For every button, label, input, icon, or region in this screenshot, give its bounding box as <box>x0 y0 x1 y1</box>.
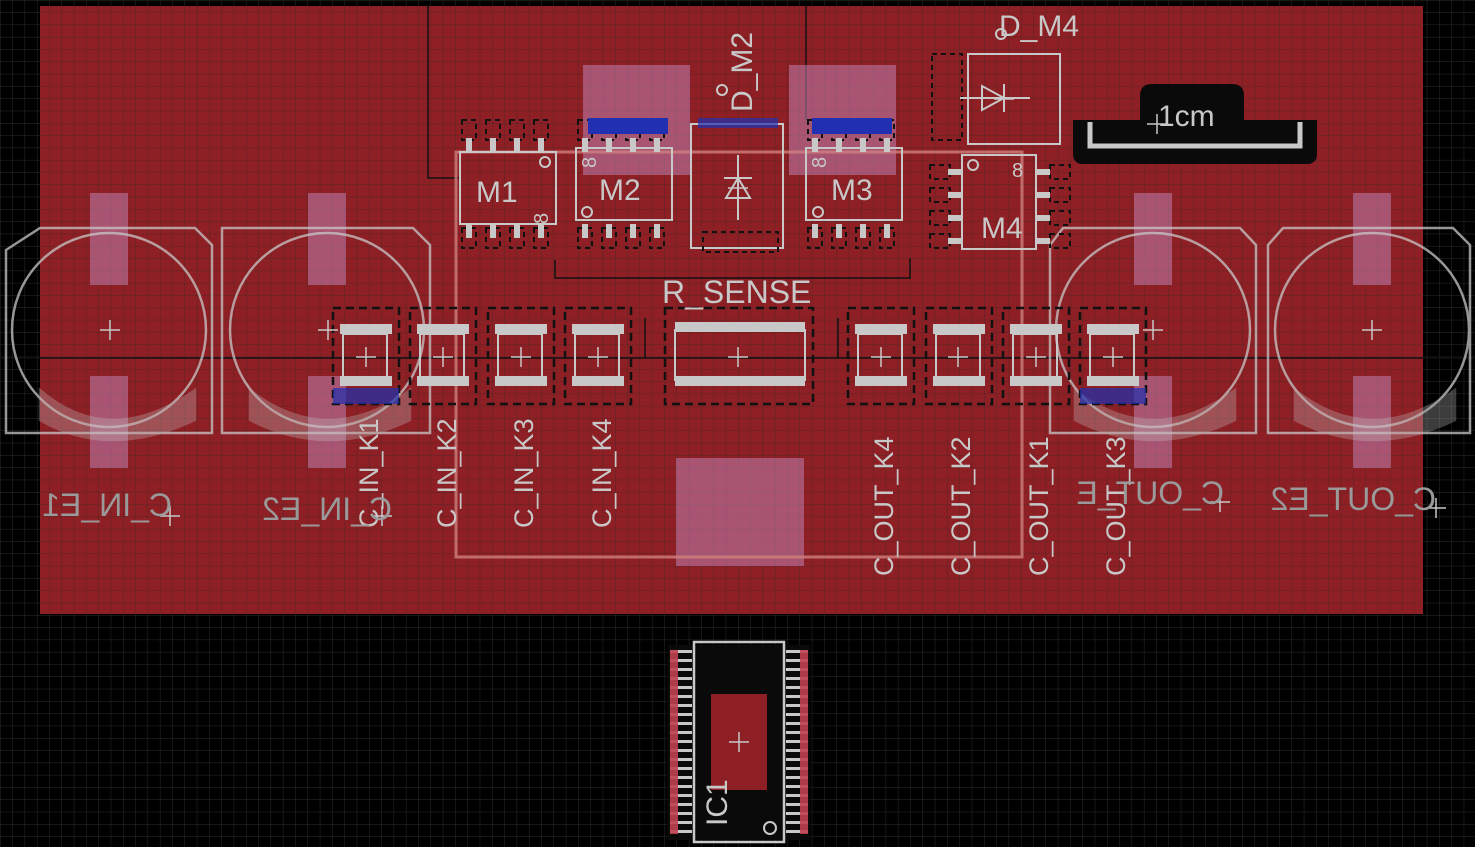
electrolytic-capacitor-c-out-e2[interactable] <box>1266 226 1472 442</box>
ic1-pins-right <box>786 650 808 833</box>
mosfet-m2-label: M2 <box>599 174 641 207</box>
mosfet-m1-label: M1 <box>476 176 518 209</box>
c-out-k4-label: C_OUT_K4 <box>869 436 899 576</box>
ic1-pins-left <box>670 650 692 833</box>
ic-ic1-label: IC1 <box>701 779 734 826</box>
mosfet-m4-pin8: 8 <box>1012 160 1023 182</box>
mosfet-m3-label: M3 <box>831 174 873 207</box>
silk-labels: 1cm M1 M2 M3 M4 8 8 8 8 D_M2 D_M4 R_SENS… <box>42 10 1436 826</box>
diode-d-m4-label: D_M4 <box>999 10 1079 43</box>
mosfet-m1-package[interactable] <box>459 119 557 249</box>
resistor-r-sense[interactable] <box>663 306 815 406</box>
c-out-k3-label: C_OUT_K3 <box>1101 436 1131 576</box>
ceramic-capacitor-c-in-k2[interactable] <box>408 306 478 406</box>
origin-markers <box>100 89 1446 752</box>
mosfet-m2-pin8: 8 <box>579 157 601 168</box>
mosfet-m4-label: M4 <box>981 212 1023 245</box>
resistor-r-sense-label: R_SENSE <box>662 274 811 310</box>
mosfet-m4-package[interactable] <box>929 154 1071 250</box>
scale-bar-label: 1cm <box>1158 100 1215 133</box>
centre-module-outline <box>454 150 1024 559</box>
c-out-e2-label: C_OUT_E2 <box>1271 481 1436 517</box>
c-out-k1-label: C_OUT_K1 <box>1024 436 1054 576</box>
mosfet-m3-pin8: 8 <box>809 157 831 168</box>
diode-d-m2-label: D_M2 <box>726 32 759 112</box>
c-out-e-label: C_OUT_E <box>1076 475 1224 511</box>
mosfet-m2-package[interactable] <box>575 118 673 249</box>
c-in-k4-label: C_IN_K4 <box>587 418 617 528</box>
c-out-k2-label: C_OUT_K2 <box>946 436 976 576</box>
c-in-e1-label: C_IN_E1 <box>42 487 172 523</box>
ceramic-capacitor-c-in-k4[interactable] <box>563 306 633 406</box>
mosfet-m3-package[interactable] <box>805 118 903 249</box>
ceramic-capacitor-c-in-k1[interactable] <box>331 306 401 406</box>
c-in-k1-label: C_IN_K1 <box>354 418 384 528</box>
ceramic-capacitor-c-in-k3[interactable] <box>486 306 556 406</box>
ceramic-capacitor-c-out-k2[interactable] <box>924 306 994 406</box>
c-in-k3-label: C_IN_K3 <box>509 418 539 528</box>
ceramic-capacitor-c-out-k3[interactable] <box>1078 306 1148 406</box>
scale-bar <box>1073 84 1317 164</box>
mosfet-m1-pin8: 8 <box>531 213 553 224</box>
ic1-pin1-marker <box>763 821 777 835</box>
ceramic-capacitor-c-out-k4[interactable] <box>846 306 916 406</box>
ceramic-capacitor-c-out-k1[interactable] <box>1001 306 1071 406</box>
c-in-e2-label: C_IN_E2 <box>262 491 392 527</box>
c-in-k2-label: C_IN_K2 <box>432 418 462 528</box>
electrolytic-capacitor-c-in-e1[interactable] <box>4 226 214 442</box>
